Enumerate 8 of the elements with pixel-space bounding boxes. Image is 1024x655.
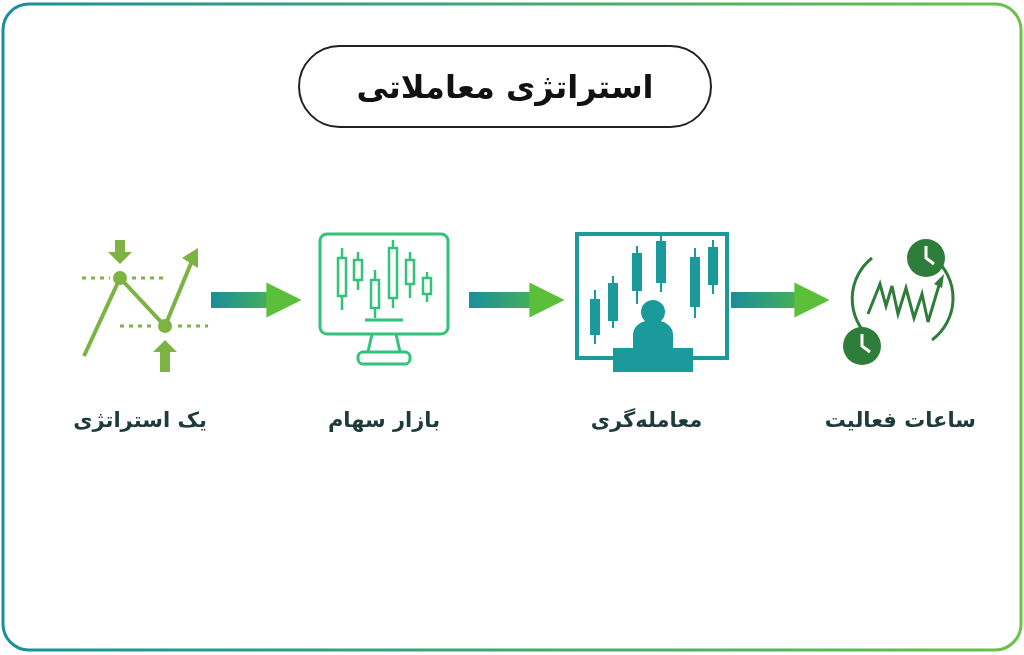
arrow <box>731 282 830 318</box>
title-pill: استراتژی معاملاتی <box>298 45 712 128</box>
step-label: ساعات فعالیت <box>824 408 976 432</box>
step-label: یک استراتژی <box>73 408 207 432</box>
step-label: معامله‌گری <box>590 408 703 432</box>
arrow <box>211 282 302 318</box>
step-label: بازار سهام <box>327 408 441 432</box>
arrow <box>469 282 565 318</box>
